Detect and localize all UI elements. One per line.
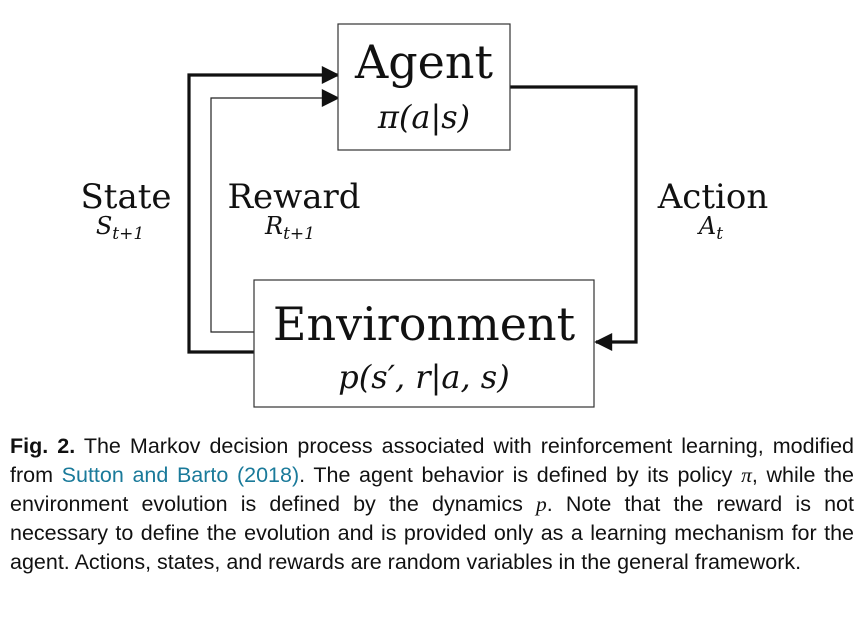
pi-symbol: π [741,463,752,487]
figure-caption: Fig. 2. The Markov decision process asso… [10,432,854,577]
action-symbol: At [697,212,723,244]
reward-symbol: Rt+1 [264,212,315,244]
agent-policy: π(a|s) [377,98,470,136]
action-label: Action [657,177,769,217]
state-symbol: St+1 [96,212,144,244]
mdp-diagram: Agent π(a|s) Environment p(s′, r|a, s) S… [80,23,769,408]
reward-arrow [210,89,340,333]
agent-box: Agent π(a|s) [337,23,511,151]
state-label: State [80,177,171,217]
state-arrow [187,66,340,354]
p-symbol: p [536,492,547,516]
environment-title: Environment [273,297,576,351]
environment-dynamics: p(s′, r|a, s) [338,358,509,396]
citation-link[interactable]: Sutton and Barto (2018) [61,463,300,487]
agent-title: Agent [354,35,494,89]
caption-text-4: . Note that the reward is not necessary … [10,492,854,574]
action-arrow [510,85,638,351]
reward-label: Reward [227,177,360,217]
caption-text-3: , while the environment evolution is def… [10,463,854,516]
caption-text-1: The Markov decision process associated w… [10,434,855,487]
caption-text-2: . The agent behavior is defined by its p… [299,463,733,487]
environment-box: Environment p(s′, r|a, s) [253,279,595,408]
figure-label: Fig. 2. [10,434,76,458]
